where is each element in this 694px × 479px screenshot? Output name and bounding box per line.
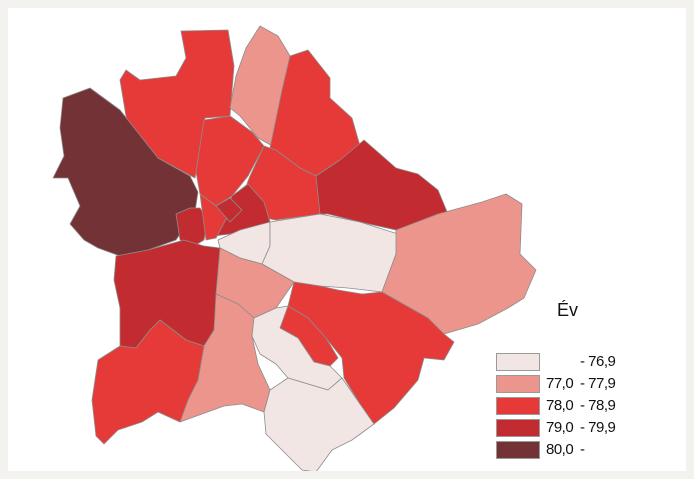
legend-swatch [496,375,540,393]
district-south-bottom-white[interactable] [263,377,375,471]
district-center-b[interactable] [199,193,233,241]
district-map [52,25,537,471]
legend-swatch [496,353,540,371]
district-south-east[interactable] [287,281,455,425]
legend: - 76,9 77,0 - 77,9 78,0 - 78,9 79,0 - 79… [496,351,656,461]
map-frame: Év - 76,9 77,0 - 77,9 78,0 - 78,9 79,0 -… [8,8,686,471]
legend-to: - 79,9 [580,419,616,436]
legend-from: 80,0 [546,441,574,458]
legend-swatch [496,397,540,415]
legend-row: 78,0 - 78,9 [496,395,656,417]
district-center-c[interactable] [215,197,243,223]
legend-from: 77,0 [546,375,574,392]
district-south-west-bottom[interactable] [91,319,205,445]
legend-swatch [496,441,540,459]
legend-row: 79,0 - 79,9 [496,417,656,439]
legend-from: 78,0 [546,397,574,414]
district-inner-right[interactable] [261,213,399,293]
legend-from: 79,0 [546,419,574,436]
legend-to: - 77,9 [580,375,616,392]
legend-to: - 76,9 [580,353,616,370]
legend-row: - 76,9 [496,351,656,373]
legend-row: 77,0 - 77,9 [496,373,656,395]
legend-title: Év [557,300,579,320]
legend-swatch [496,419,540,437]
legend-to: - 78,9 [580,397,616,414]
legend-row: 80,0 - [496,439,656,461]
legend-to: - [580,441,585,458]
